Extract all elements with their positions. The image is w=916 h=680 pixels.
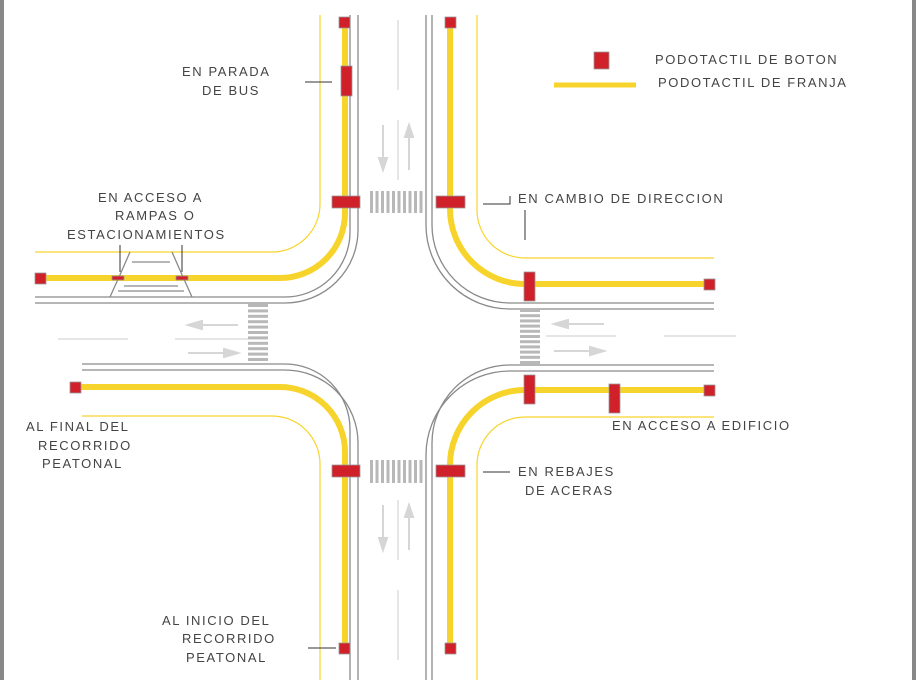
arrow-right-icon [188,347,242,359]
label-direction-change: EN CAMBIO DE DIRECCION [518,191,724,206]
leader-lines [119,81,526,649]
crosswalk-stripe [248,341,268,345]
crosswalk-stripe [419,191,423,213]
crosswalk-stripe [419,460,423,483]
crosswalk-stripe [375,191,379,213]
crosswalks [248,191,540,483]
legend-strip-label: PODOTACTIL DE FRANJA [658,75,847,90]
arrow-left-icon [550,318,604,330]
curb-lines [35,15,714,680]
arrow-down-icon [377,505,389,554]
crosswalk-stripe [248,309,268,313]
arrow-up-icon [403,121,415,170]
legend: PODOTACTIL DE BOTON PODOTACTIL DE FRANJA [554,51,847,90]
crosswalk-stripe [520,319,540,323]
crosswalk-stripe [408,460,412,483]
crosswalk-stripe [248,352,268,356]
driveway-ramp [109,251,193,298]
crosswalk-stripe [408,191,412,213]
legend-button-swatch [593,51,610,70]
crosswalk-stripe [248,325,268,329]
crosswalk-stripe [397,191,401,213]
crosswalk-stripe [520,361,540,364]
crosswalk-stripe [520,309,540,312]
crosswalk-stripe [392,191,395,213]
crosswalk-stripe [520,329,540,333]
crosswalk-stripe [414,191,417,213]
legend-button-label: PODOTACTIL DE BOTON [655,52,838,67]
arrow-left-icon [184,319,238,331]
crosswalk-stripe [248,331,268,334]
crosswalk-stripe [520,335,540,338]
lane-markings [58,20,736,660]
crosswalk-stripe [520,314,540,318]
crosswalk-stripe [370,191,373,213]
crosswalk-stripe [403,191,406,213]
crosswalk-stripe [403,460,406,483]
crosswalk-stripe [248,320,268,324]
crosswalk-stripe [392,460,395,483]
crosswalk-stripe [520,324,540,328]
crosswalk-stripe [381,460,384,483]
crosswalk-stripe [381,191,384,213]
tactile-strips [40,22,709,648]
arrow-down-icon [377,125,389,174]
crosswalk-stripe [248,304,268,307]
crosswalk-stripe [414,460,417,483]
crosswalk-stripe [386,191,390,213]
crosswalk-stripe [520,350,540,354]
crosswalk-stripe [248,358,268,361]
crosswalk-stripe [520,345,540,349]
crosswalk-stripe [520,355,540,359]
crosswalk-stripe [375,460,379,483]
arrow-up-icon [403,501,415,550]
crosswalk-stripe [248,347,268,351]
tactile-buttons [34,16,716,655]
arrow-right-icon [554,345,608,357]
label-building-access: EN ACCESO A EDIFICIO [612,418,791,433]
crosswalk-stripe [248,336,268,340]
crosswalk-stripe [248,314,268,318]
crosswalk-stripe [370,460,373,483]
crosswalk-stripe [520,340,540,344]
crosswalk-stripe [386,460,390,483]
crosswalk-stripe [397,460,401,483]
sidewalk-edges [35,15,714,680]
